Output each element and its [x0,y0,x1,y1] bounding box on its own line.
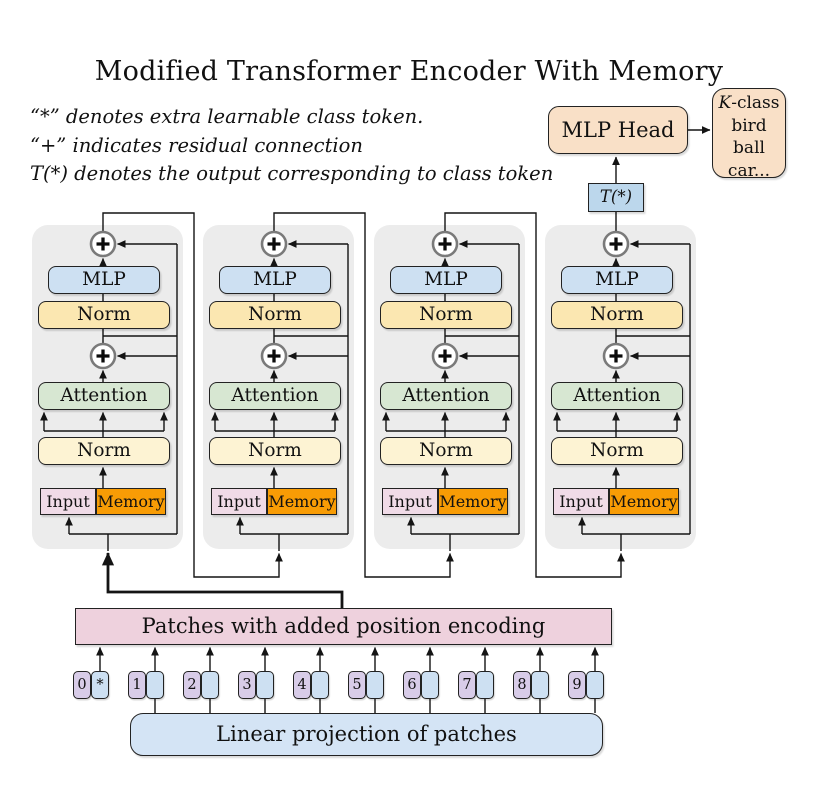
norm-box-lower: Norm [38,437,170,465]
class-token-output-box: T(*) [588,183,644,212]
k-symbol: K [718,93,732,113]
attention-box: Attention [551,382,683,410]
class-list-box: K-class bird ball car... [712,88,786,181]
class-item: car... [727,160,771,181]
token-slot-box [421,671,439,699]
linear-projection-bar: Linear projection of patches [130,713,603,756]
token-index-box: 4 [293,671,311,699]
token-index-box: 0 [73,671,91,699]
token-slot-box [146,671,164,699]
mlp-head-box: MLP Head [548,106,688,154]
norm-box-lower: Norm [380,437,512,465]
memory-box: Memory [609,488,679,515]
norm-box: Norm [551,301,683,329]
diagram-title: Modified Transformer Encoder With Memory [94,56,724,87]
input-box: Input [211,488,267,515]
legend: “*” denotes extra learnable class token.… [30,103,553,189]
token-index-box: 7 [458,671,476,699]
token-slot-box [531,671,549,699]
token-slot-box [256,671,274,699]
mlp-box: MLP [219,266,331,294]
input-box: Input [40,488,96,515]
norm-box-lower: Norm [209,437,341,465]
patches-bar: Patches with added position encoding [75,608,612,645]
mlp-box: MLP [561,266,673,294]
token-index-box: 6 [403,671,421,699]
token-index-box: 2 [183,671,201,699]
class-item: bird [731,115,767,136]
norm-box: Norm [38,301,170,329]
token-index-box: 9 [568,671,586,699]
token-slot-box [476,671,494,699]
attention-box: Attention [380,382,512,410]
legend-note-t-output: T(*) denotes the output corresponding to… [30,162,554,185]
mlp-box: MLP [390,266,502,294]
token-index-box: 1 [128,671,146,699]
legend-note-class-token: “*” denotes extra learnable class token. [30,105,424,128]
norm-box-lower: Norm [551,437,683,465]
memory-box: Memory [96,488,166,515]
token-slot-box [366,671,384,699]
memory-box: Memory [267,488,337,515]
class-item: ball [733,138,765,158]
input-box: Input [382,488,438,515]
norm-box: Norm [209,301,341,329]
legend-note-residual: “+” indicates residual connection [30,133,363,157]
token-slot-box [201,671,219,699]
token-index-box: 8 [513,671,531,699]
memory-box: Memory [438,488,508,515]
attention-box: Attention [38,382,170,410]
attention-box: Attention [209,382,341,410]
token-index-box: 3 [238,671,256,699]
class-list-first-line: K-class [718,93,780,113]
token-slot-box [586,671,604,699]
token-index-box: 5 [348,671,366,699]
token-slot-box: * [91,671,109,699]
mlp-box: MLP [48,266,160,294]
input-box: Input [553,488,609,515]
token-slot-box [311,671,329,699]
norm-box: Norm [380,301,512,329]
